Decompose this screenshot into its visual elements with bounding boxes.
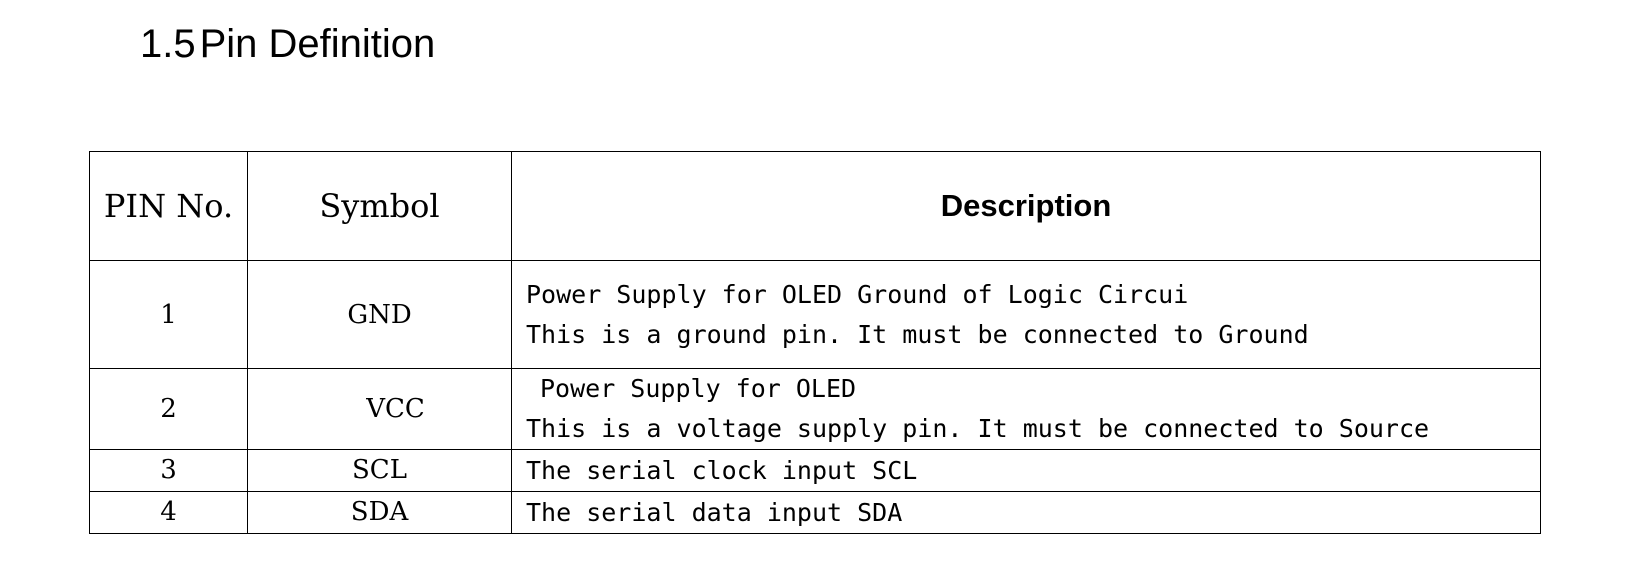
header-description: Description bbox=[511, 151, 1541, 261]
pin-description: Power Supply for OLED This is a voltage … bbox=[511, 368, 1541, 450]
header-symbol: Symbol bbox=[247, 151, 512, 261]
section-title: Pin Definition bbox=[199, 22, 436, 66]
pin-description: The serial data input SDA bbox=[511, 491, 1541, 534]
section-number: 1.5 bbox=[140, 22, 196, 66]
pin-symbol: SCL bbox=[247, 449, 512, 492]
pin-number: 1 bbox=[89, 260, 248, 369]
description-line: The serial clock input SCL bbox=[526, 455, 918, 485]
description-line: Power Supply for OLED Ground of Logic Ci… bbox=[526, 279, 1189, 309]
pin-description: The serial clock input SCL bbox=[511, 449, 1541, 492]
pin-number: 3 bbox=[89, 449, 248, 492]
pin-description: Power Supply for OLED Ground of Logic Ci… bbox=[511, 260, 1541, 369]
pin-symbol: VCC bbox=[247, 368, 512, 450]
description-line: This is a voltage supply pin. It must be… bbox=[526, 414, 1430, 443]
header-pin-no: PIN No. bbox=[89, 151, 248, 261]
pin-symbol: GND bbox=[247, 260, 512, 369]
table-row: 1 GND Power Supply for OLED Ground of Lo… bbox=[89, 260, 1541, 369]
description-line: The serial data input SDA bbox=[526, 497, 903, 527]
pin-definition-table: PIN No. Symbol Description 1 GND Power S… bbox=[89, 151, 1541, 534]
description-line: This is a ground pin. It must be connect… bbox=[526, 319, 1309, 349]
description-line: Power Supply for OLED bbox=[540, 374, 857, 403]
table-row: 2 VCC Power Supply for OLED This is a vo… bbox=[89, 368, 1541, 450]
pin-number: 2 bbox=[89, 368, 248, 450]
pin-number: 4 bbox=[89, 491, 248, 534]
table-row: 3 SCL The serial clock input SCL bbox=[89, 449, 1541, 492]
table-row: 4 SDA The serial data input SDA bbox=[89, 491, 1541, 534]
pin-symbol: SDA bbox=[247, 491, 512, 534]
table-header-row: PIN No. Symbol Description bbox=[89, 151, 1541, 261]
